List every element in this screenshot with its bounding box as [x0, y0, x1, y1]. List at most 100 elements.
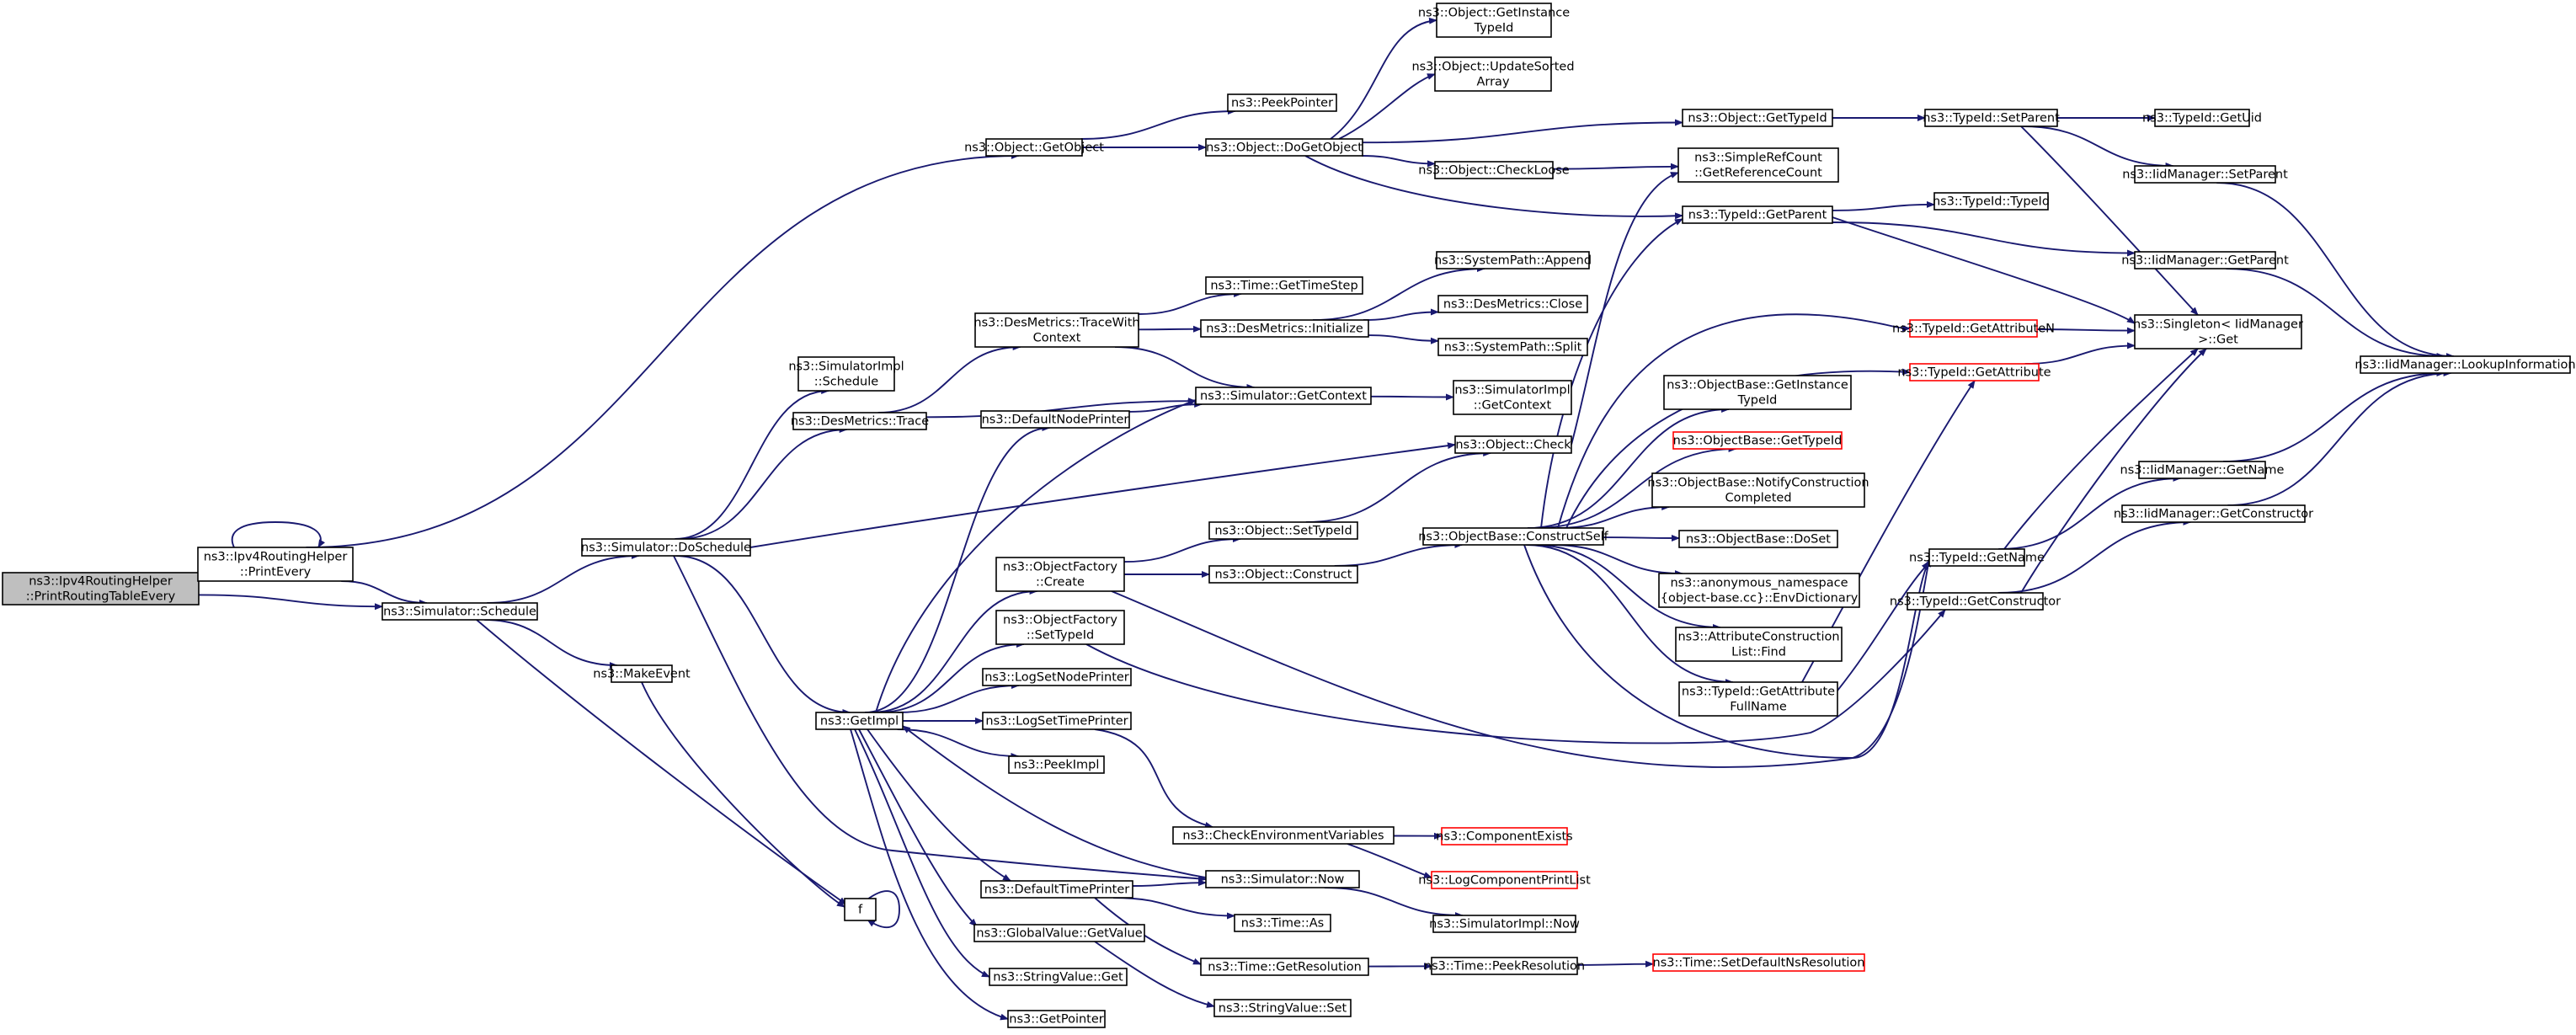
function-node-n20[interactable]: ns3::GlobalValue::GetValue — [973, 924, 1145, 942]
call-edge-n35-n47 — [1552, 163, 1679, 170]
function-node-n6[interactable]: f — [844, 898, 877, 921]
function-node-label: ns3::Time::PeekResolution — [1424, 960, 1585, 974]
function-node-n60[interactable]: ns3::TypeId::GetAttribute — [1897, 363, 2051, 381]
function-node-box — [2134, 165, 2276, 184]
function-node-n14[interactable]: ns3::ObjectFactory::Create — [995, 557, 1125, 592]
function-node-n1[interactable]: ns3::Ipv4RoutingHelper::PrintEvery — [197, 547, 354, 582]
function-node-box — [982, 712, 1132, 730]
function-node-n65[interactable]: ns3::IidManager::GetParent — [2121, 251, 2289, 269]
function-node-n50[interactable]: ns3::ObjectBase::GetTypeId — [1672, 431, 1843, 450]
function-node-n4[interactable]: ns3::Simulator::DoSchedule — [581, 538, 751, 557]
call-edge-n14-n61 — [1111, 558, 1932, 768]
function-node-n63[interactable]: ns3::TypeId::GetUid — [2142, 109, 2262, 127]
function-node-n19[interactable]: ns3::DefaultTimePrinter — [980, 880, 1133, 899]
function-node-n31[interactable]: ns3::Time::GetResolution — [1200, 958, 1369, 976]
function-node-n17[interactable]: ns3::LogSetTimePrinter — [982, 712, 1132, 730]
function-node-n57[interactable]: ns3::TypeId::SetParent — [1923, 109, 2060, 127]
function-node-n46[interactable]: ns3::Object::GetTypeId — [1682, 109, 1833, 127]
function-node-box — [980, 880, 1133, 899]
function-node-n15[interactable]: ns3::ObjectFactory::SetTypeId — [995, 610, 1125, 645]
function-node-n37[interactable]: ns3::DesMetrics::Close — [1437, 295, 1588, 313]
function-node-box — [1907, 592, 2044, 611]
function-node-n67[interactable]: ns3::IidManager::GetName — [2120, 461, 2285, 479]
function-node-n16[interactable]: ns3::LogSetNodePrinter — [982, 668, 1132, 686]
function-node-n10[interactable]: ns3::PeekPointer — [1227, 93, 1337, 112]
function-node-label: ns3::IidManager::GetName — [2120, 464, 2285, 477]
function-node-n58[interactable]: ns3::TypeId::TypeId — [1933, 192, 2050, 211]
function-node-n9[interactable]: ns3::GetImpl — [815, 712, 904, 730]
function-node-n36[interactable]: ns3::SystemPath::Append — [1434, 251, 1592, 269]
function-node-n39[interactable]: ns3::SimulatorImpl::GetContext — [1453, 380, 1572, 415]
function-node-n56[interactable]: ns3::Time::SetDefaultNsResolution — [1652, 953, 1865, 972]
function-node-label: ns3::ObjectFactory — [1003, 561, 1117, 574]
function-node-n43[interactable]: ns3::LogComponentPrintList — [1418, 871, 1591, 889]
call-edge-n45-n56 — [1576, 960, 1654, 968]
function-node-box — [2154, 109, 2250, 127]
function-node-n42[interactable]: ns3::ComponentExists — [1436, 827, 1573, 846]
function-node-box — [974, 312, 1139, 348]
function-node-n3[interactable]: ns3::Object::GetObject — [964, 138, 1104, 157]
call-edge-n48-n58 — [1832, 200, 1935, 211]
function-node-n38[interactable]: ns3::SystemPath::Split — [1437, 338, 1588, 356]
function-node-n24[interactable]: ns3::DesMetrics::Initialize — [1200, 319, 1369, 338]
function-node-n61[interactable]: ns3::TypeId::GetName — [1909, 548, 2045, 567]
function-node-label: ns3::Object::Construct — [1215, 568, 1352, 582]
call-edge-n57-n64 — [2023, 125, 2174, 169]
function-node-label: ns3::LogSetTimePrinter — [985, 715, 1128, 728]
call-edge-n26-n40 — [1305, 450, 1492, 523]
function-node-label: ns3::DesMetrics::Initialize — [1206, 323, 1363, 336]
function-node-n66[interactable]: ns3::Singleton< IidManager >::Get — [2133, 314, 2303, 349]
function-node-n27[interactable]: ns3::Object::Construct — [1208, 565, 1358, 584]
function-node-box — [1200, 319, 1369, 338]
function-node-n51[interactable]: ns3::ObjectBase::NotifyConstructionCompl… — [1647, 472, 1869, 508]
function-node-n8[interactable]: ns3::DesMetrics::Trace — [791, 412, 929, 430]
function-node-n28[interactable]: ns3::CheckEnvironmentVariables — [1172, 826, 1395, 845]
function-node-label: List::Find — [1731, 646, 1786, 659]
function-node-n21[interactable]: ns3::StringValue::Get — [989, 968, 1128, 986]
function-node-box — [1675, 627, 1843, 662]
call-edge-n55-n61 — [1837, 562, 1930, 691]
function-node-n26[interactable]: ns3::Object::SetTypeId — [1208, 521, 1358, 540]
function-node-n40[interactable]: ns3::Object::Check — [1454, 435, 1572, 454]
function-node-n62[interactable]: ns3::TypeId::GetConstructor — [1890, 592, 2061, 611]
function-node-box — [1195, 387, 1372, 405]
function-node-n59[interactable]: ns3::TypeId::GetAttributeN — [1892, 319, 2055, 338]
function-node-n68[interactable]: ns3::IidManager::GetConstructor — [2114, 504, 2313, 523]
function-node-n0[interactable]: ns3::Ipv4RoutingHelper::PrintRoutingTabl… — [2, 572, 200, 606]
function-node-n13[interactable]: ns3::DefaultNodePrinter — [980, 410, 1130, 429]
function-node-n18[interactable]: ns3::PeekImpl — [1008, 755, 1105, 774]
function-node-n44[interactable]: ns3::SimulatorImpl::Now — [1429, 915, 1580, 933]
function-node-label: ns3::CheckEnvironmentVariables — [1182, 830, 1384, 843]
function-node-n47[interactable]: ns3::SimpleRefCount::GetReferenceCount — [1677, 147, 1839, 183]
function-node-n5[interactable]: ns3::MakeEvent — [593, 664, 691, 683]
function-node-n41[interactable]: ns3::ObjectBase::ConstructSelf — [1418, 527, 1609, 546]
call-edge-n41-n51 — [1557, 504, 1671, 529]
function-node-n23[interactable]: ns3::Time::GetTimeStep — [1205, 276, 1363, 295]
function-node-box — [1663, 375, 1852, 410]
function-node-n45[interactable]: ns3::Time::PeekResolution — [1424, 957, 1585, 975]
function-node-n64[interactable]: ns3::IidManager::SetParent — [2122, 165, 2288, 184]
call-edge-n48-n65 — [1832, 221, 2136, 257]
function-node-box — [989, 968, 1128, 986]
function-node-n29[interactable]: ns3::Simulator::Now — [1205, 870, 1360, 888]
function-node-n11[interactable]: ns3::Object::DoGetObject — [1205, 138, 1363, 157]
function-node-n25[interactable]: ns3::Simulator::GetContext — [1195, 387, 1372, 405]
function-node-n30[interactable]: ns3::Time::As — [1234, 914, 1331, 932]
function-node-n7[interactable]: ns3::SimulatorImpl::Schedule — [788, 356, 904, 392]
function-node-n48[interactable]: ns3::TypeId::GetParent — [1682, 205, 1833, 224]
function-node-n52[interactable]: ns3::ObjectBase::DoSet — [1678, 530, 1838, 548]
function-node-n53[interactable]: ns3::anonymous_namespace{object-base.cc}… — [1658, 573, 1860, 608]
call-edge-n29-n44 — [1324, 887, 1464, 919]
function-node-n2[interactable]: ns3::Simulator::Schedule — [381, 602, 538, 621]
function-node-n22[interactable]: ns3::GetPointer — [1007, 1010, 1106, 1028]
function-node-n35[interactable]: ns3::Object::CheckLoose — [1418, 161, 1570, 179]
function-node-n32[interactable]: ns3::StringValue::Set — [1213, 999, 1352, 1017]
function-node-n69[interactable]: ns3::IidManager::LookupInformation — [2355, 355, 2576, 374]
function-node-box — [1928, 548, 2025, 567]
